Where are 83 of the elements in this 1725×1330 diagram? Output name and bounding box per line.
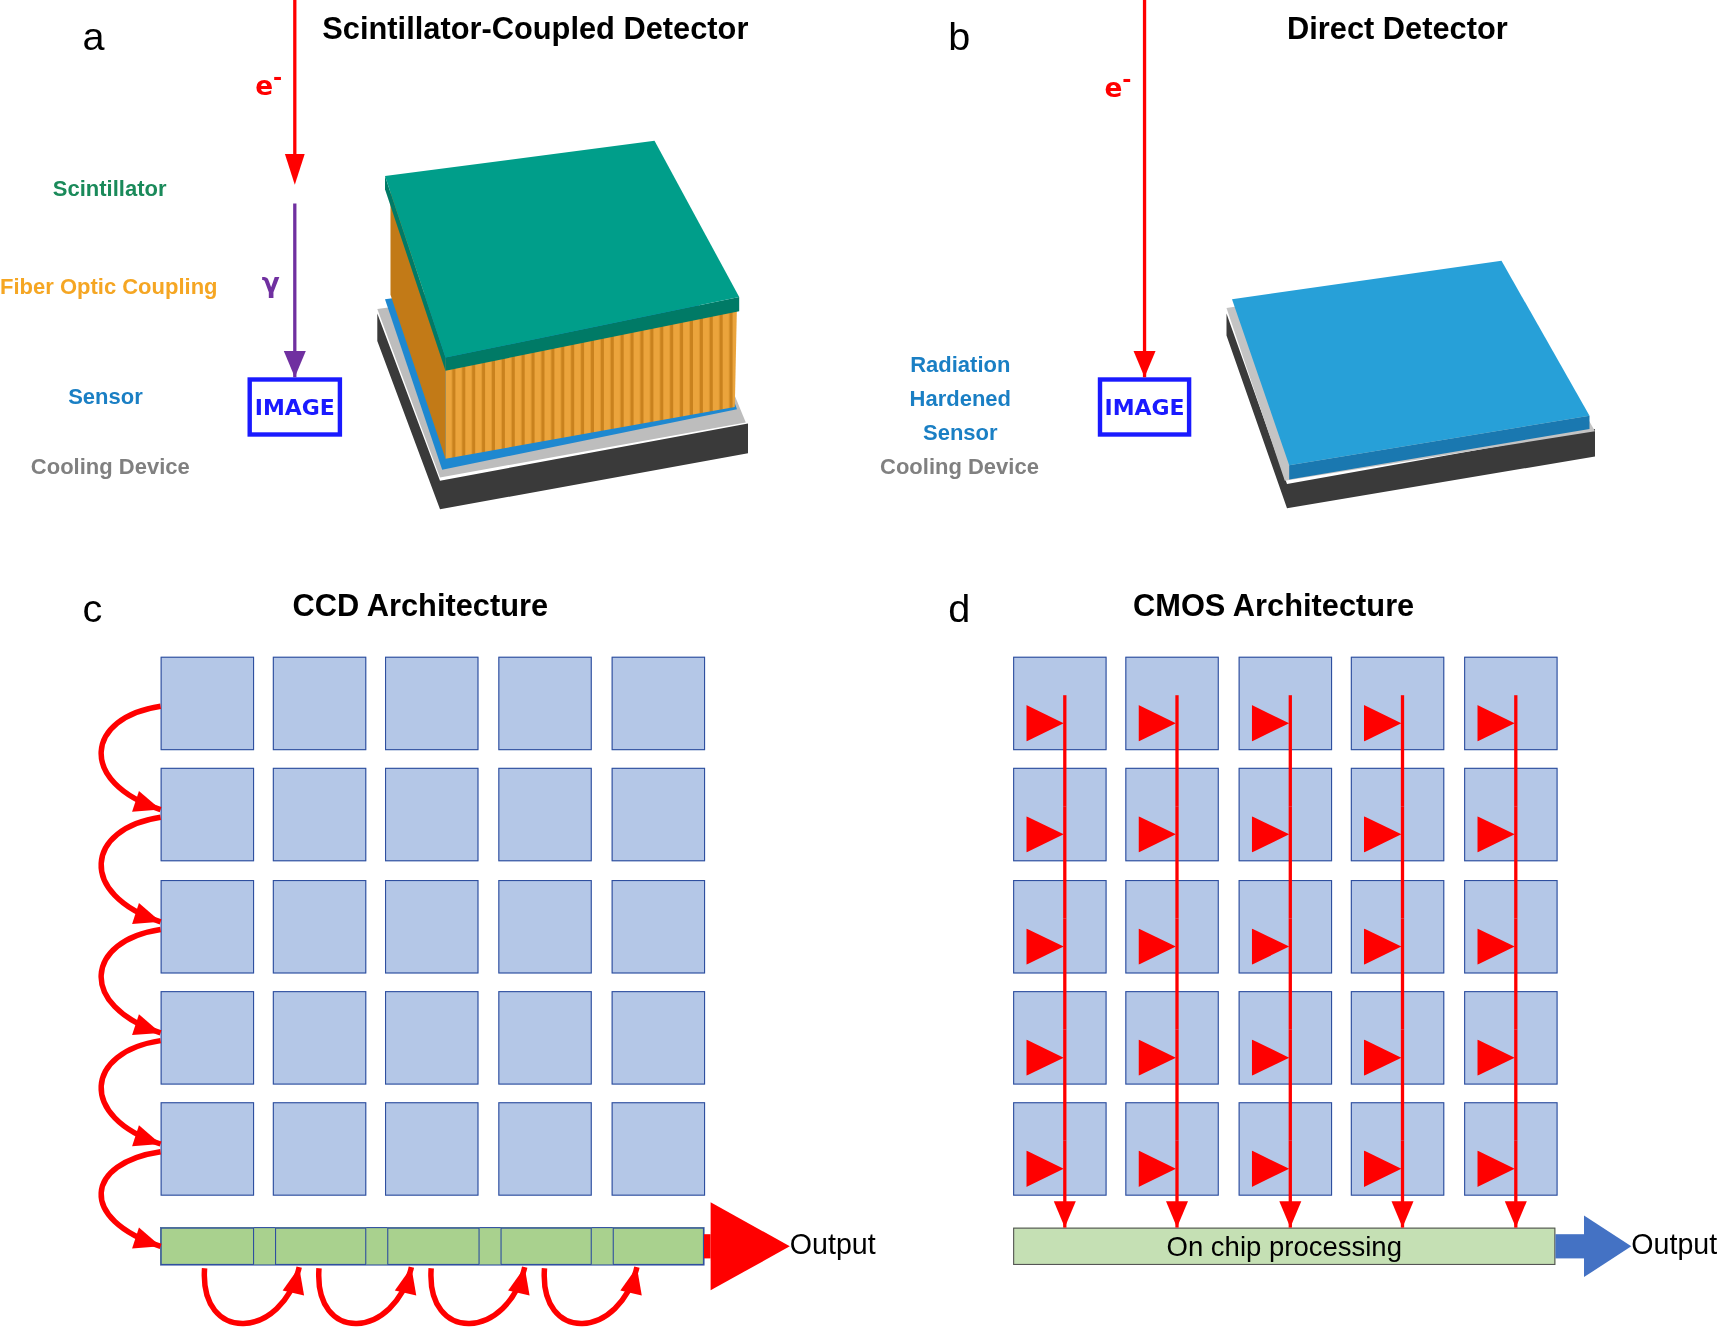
register-cell bbox=[160, 1227, 255, 1265]
layer-label: Fiber Optic Coupling bbox=[0, 273, 218, 300]
arrow bbox=[1555, 1215, 1632, 1278]
pixel-cell bbox=[272, 656, 367, 751]
arrow bbox=[201, 1266, 302, 1327]
output-label: Output bbox=[789, 1227, 876, 1265]
layer-label: Radiation Hardened Sensor bbox=[908, 351, 1013, 447]
pixel-cell bbox=[1013, 656, 1107, 751]
arrow bbox=[98, 703, 162, 813]
pixel-cell bbox=[611, 880, 706, 974]
arrow bbox=[1279, 1140, 1302, 1228]
pixel-cell bbox=[272, 1102, 367, 1196]
pixel-cell bbox=[1350, 991, 1445, 1085]
arrow bbox=[1391, 1140, 1414, 1228]
pixel-cell bbox=[160, 767, 255, 862]
panel-letter: c bbox=[82, 585, 103, 632]
pixel-cell bbox=[611, 767, 706, 862]
electron-label: e$^{-}$ bbox=[255, 63, 283, 102]
arrow bbox=[1133, 0, 1156, 378]
pixel-cell bbox=[160, 880, 255, 974]
image-box: IMAGE bbox=[1097, 377, 1192, 437]
panel-letter: d bbox=[948, 585, 971, 632]
pixel-cell bbox=[272, 880, 367, 974]
edge-label: γ bbox=[261, 267, 280, 299]
arrow bbox=[98, 1037, 162, 1147]
arrow bbox=[704, 1202, 790, 1291]
arrow bbox=[316, 1266, 414, 1327]
panel-title: CCD Architecture bbox=[292, 588, 549, 624]
arrow bbox=[98, 814, 162, 925]
arrow bbox=[428, 1266, 528, 1327]
pixel-cell bbox=[1238, 880, 1333, 974]
pixel-cell bbox=[611, 656, 706, 751]
register-cell bbox=[275, 1227, 367, 1265]
output-label: Output bbox=[1631, 1227, 1718, 1265]
pixel-cell bbox=[1350, 767, 1445, 862]
edge-label: e$^{-}$ bbox=[1104, 66, 1132, 104]
arrow bbox=[1504, 1140, 1527, 1228]
image-box: IMAGE bbox=[247, 377, 343, 437]
register-cell bbox=[387, 1227, 480, 1265]
pixel-cell bbox=[1464, 656, 1558, 751]
pixel-cell bbox=[1238, 656, 1333, 751]
pixel-cell bbox=[611, 1102, 706, 1196]
arrow bbox=[98, 1149, 162, 1249]
arrow bbox=[541, 1266, 640, 1327]
pixel-cell bbox=[1350, 1102, 1445, 1196]
panel-title: Direct Detector bbox=[1287, 11, 1508, 47]
layer-label: Cooling Device bbox=[30, 454, 190, 480]
pixel-cell bbox=[1238, 991, 1333, 1085]
pixel-cell bbox=[160, 656, 255, 751]
pixel-cell bbox=[498, 880, 592, 974]
pixel-cell bbox=[498, 991, 592, 1085]
layer-label: Scintillator bbox=[52, 176, 167, 202]
pixel-cell bbox=[272, 767, 367, 862]
arrow bbox=[1053, 1140, 1076, 1228]
processing-bar: On chip processing bbox=[1013, 1227, 1556, 1265]
layer-label: Sensor bbox=[68, 383, 143, 410]
pixel-cell bbox=[498, 656, 592, 751]
pixel-cell bbox=[385, 656, 479, 751]
pixel-cell bbox=[1350, 880, 1445, 974]
arrow bbox=[98, 926, 162, 1036]
pixel-cell bbox=[1238, 767, 1333, 862]
pixel-cell bbox=[498, 1102, 592, 1196]
arrow bbox=[1166, 1140, 1188, 1228]
pixel-cell bbox=[1350, 656, 1445, 751]
panel-title: CMOS Architecture bbox=[1133, 588, 1415, 624]
pixel-cell bbox=[272, 991, 367, 1085]
pixel-cell bbox=[385, 767, 479, 862]
layer-label: Cooling Device bbox=[880, 454, 1039, 480]
panel-letter: a bbox=[82, 13, 105, 60]
pixel-cell bbox=[385, 880, 479, 974]
register-cell bbox=[500, 1227, 592, 1265]
panel-letter: b bbox=[948, 13, 971, 60]
pixel-cell bbox=[160, 991, 255, 1085]
pixel-cell bbox=[1238, 1102, 1333, 1196]
pixel-cell bbox=[1125, 656, 1219, 751]
arrow bbox=[283, 203, 306, 378]
pixel-cell bbox=[385, 991, 479, 1085]
pixel-cell bbox=[611, 991, 706, 1085]
pixel-cell bbox=[385, 1102, 479, 1196]
register-cell bbox=[612, 1227, 704, 1265]
panel-title: Scintillator-Coupled Detector bbox=[322, 11, 749, 47]
pixel-cell bbox=[498, 767, 592, 862]
pixel-cell bbox=[160, 1102, 255, 1196]
